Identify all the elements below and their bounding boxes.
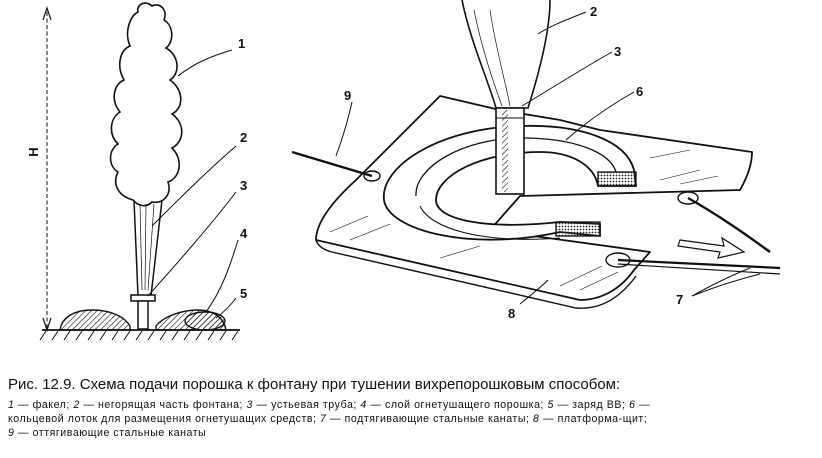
platform-shield (315, 95, 753, 301)
tray-end-powder-1 (555, 221, 601, 237)
callout-left-1: 1 (238, 36, 245, 51)
wellhead-pipe (130, 294, 156, 330)
callout-right-2: 2 (590, 4, 597, 19)
jet-right-shading (473, 9, 511, 107)
callout-left-2: 2 (240, 130, 247, 145)
pull-off-rope-right (687, 196, 771, 253)
height-label: Н (26, 147, 41, 156)
legend-number: 8 (532, 413, 540, 425)
legend-number: 2 (73, 399, 80, 411)
platform-front-edge (315, 239, 637, 309)
legend-number: 6 (629, 399, 636, 411)
legend-number: 9 (8, 427, 15, 439)
fountain-powder-diagram: Н (26, 0, 781, 341)
pull-in-rope-2 (617, 263, 781, 275)
legend-text: — оттягивающие стальные канаты (14, 427, 207, 439)
legend-number: 3 (246, 399, 253, 411)
callout-left-4: 4 (240, 226, 248, 241)
legend-text: — (635, 399, 651, 411)
right-platform-diagram: 2 3 6 9 7 8 (291, 0, 781, 321)
platform-shading (329, 149, 719, 291)
caption-title: Рис. 12.9. Схема подачи порошка к фонтан… (8, 376, 621, 393)
figure-caption: Рис. 12.9. Схема подачи порошка к фонтан… (8, 376, 814, 440)
legend-number: 7 (320, 413, 327, 425)
legend-line: 1 — факел; 2 — негорящая часть фонтана; … (8, 398, 814, 412)
explosive-charge (184, 311, 226, 331)
caption-legend: 1 — факел; 2 — негорящая часть фонтана; … (8, 398, 814, 440)
callout-right-7: 7 (676, 292, 683, 307)
legend-number: 1 (8, 399, 15, 411)
legend-text: кольцевой лоток для размещения огнетушащ… (8, 413, 321, 425)
direction-arrow (677, 236, 746, 259)
pull-in-rope-1 (617, 258, 781, 270)
legend-number: 5 (547, 399, 554, 411)
legend-text: — устьевая труба; (253, 399, 361, 411)
ground (39, 329, 240, 341)
legend-line: кольцевой лоток для размещения огнетушащ… (8, 412, 814, 426)
pull-off-rope-left (291, 150, 373, 178)
legend-number: 4 (360, 399, 367, 411)
powder-layer-left (59, 309, 131, 331)
callout-right-8: 8 (508, 306, 515, 321)
flame (109, 2, 183, 207)
callout-right-6: 6 (636, 84, 643, 99)
wellhead-pipe-right (495, 107, 525, 195)
legend-text: — негорящая часть фонтана; (79, 399, 247, 411)
legend-text: — заряд ВВ; (553, 399, 630, 411)
callout-right-3: 3 (614, 44, 621, 59)
callout-left-3: 3 (240, 178, 247, 193)
legend-text: — факел; (14, 399, 74, 411)
legend-text: — слой огнетушащего порошка; (366, 399, 548, 411)
annular-tray (383, 124, 637, 241)
tray-end-powder-2 (597, 171, 637, 187)
annular-tray-inner-floor (419, 205, 561, 240)
left-fountain-diagram: Н (26, 2, 248, 341)
non-burning-jet (133, 199, 163, 297)
height-dimension: Н (26, 6, 52, 332)
right-leader-lines (335, 11, 761, 305)
legend-line: 9 — оттягивающие стальные канаты (8, 426, 814, 440)
left-leader-lines (147, 49, 239, 319)
legend-text: — подтягивающие стальные канаты; (326, 413, 533, 425)
callout-right-9: 9 (344, 88, 351, 103)
callout-left-5: 5 (240, 286, 247, 301)
legend-text: — платформа-щит; (539, 413, 648, 425)
